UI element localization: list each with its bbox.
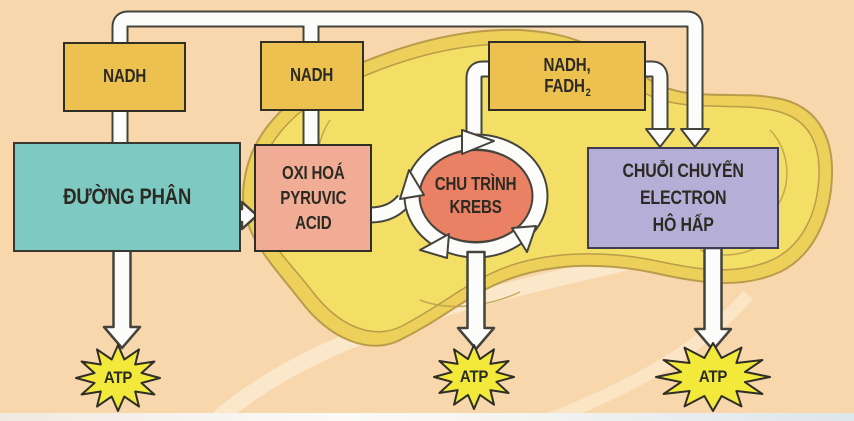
etc-line2: ELECTRON bbox=[639, 187, 727, 209]
atp-star-glycolysis bbox=[75, 344, 161, 412]
nadh-fadh2-label: NADH, FADH2 bbox=[543, 54, 591, 99]
glycolysis-label: ĐƯỜNG PHÂN bbox=[63, 184, 191, 210]
krebs-ring-arrowheads bbox=[399, 129, 537, 259]
glycolysis-box: ĐƯỜNG PHÂN bbox=[13, 142, 241, 252]
nadh-fadh2-line1: NADH, bbox=[543, 54, 591, 75]
arrow-krebs-to-atp bbox=[456, 250, 496, 351]
krebs-cycle-label: CHU TRÌNH KREBS bbox=[406, 170, 546, 222]
atp-label-etc: ATP bbox=[683, 366, 743, 388]
atp-label-krebs: ATP bbox=[444, 366, 504, 388]
krebs-label-text: CHU TRÌNH KREBS bbox=[435, 173, 517, 219]
arrow-glycolysis-to-atp bbox=[102, 248, 142, 350]
pyruvate-line1: OXI HOÁ bbox=[281, 162, 345, 183]
pyruvate-line3: ACID bbox=[294, 212, 332, 233]
arrowhead-nadh-to-etc bbox=[680, 128, 710, 148]
pyruvate-oxidation-label: OXI HOÁ PYRUVIC ACID bbox=[280, 161, 346, 236]
atp-label-glycolysis: ATP bbox=[88, 367, 148, 389]
pipe-arrowheads bbox=[645, 128, 710, 148]
arrow-etc-to-atp bbox=[693, 246, 733, 352]
nadh-fadh2-box: NADH, FADH2 bbox=[488, 41, 646, 111]
etc-line3: HÔ HẤP bbox=[652, 214, 714, 236]
pyruvate-line2: PYRUVIC bbox=[279, 187, 347, 208]
page-edge-strip bbox=[0, 413, 854, 421]
nadh-label: NADH bbox=[102, 66, 146, 87]
atp-text: ATP bbox=[698, 366, 728, 386]
nadh-fadh2-subscript: 2 bbox=[585, 87, 591, 99]
atp-star-etc bbox=[655, 342, 771, 412]
electron-transport-chain-box: CHUỖI CHUYỂN ELECTRON HÔ HẤP bbox=[587, 147, 779, 249]
nadh-box-pyruvate: NADH bbox=[260, 41, 364, 111]
atp-text: ATP bbox=[459, 366, 489, 386]
etc-line1: CHUỖI CHUYỂN bbox=[622, 160, 744, 182]
etc-label: CHUỖI CHUYỂN ELECTRON HÔ HẤP bbox=[622, 158, 743, 239]
nadh-box-glycolysis: NADH bbox=[63, 42, 186, 112]
krebs-line2: KREBS bbox=[449, 197, 503, 217]
krebs-line1: CHU TRÌNH bbox=[435, 174, 517, 194]
atp-text: ATP bbox=[103, 367, 133, 387]
pipes-fill bbox=[113, 12, 702, 222]
nadh-label: NADH bbox=[290, 65, 334, 86]
atp-starbursts bbox=[75, 342, 771, 412]
nadh-fadh2-line2: FADH bbox=[544, 76, 585, 96]
atp-star-krebs bbox=[433, 344, 515, 410]
arrowhead-fadh2-to-etc bbox=[645, 128, 675, 148]
pyruvate-oxidation-box: OXI HOÁ PYRUVIC ACID bbox=[254, 144, 372, 252]
